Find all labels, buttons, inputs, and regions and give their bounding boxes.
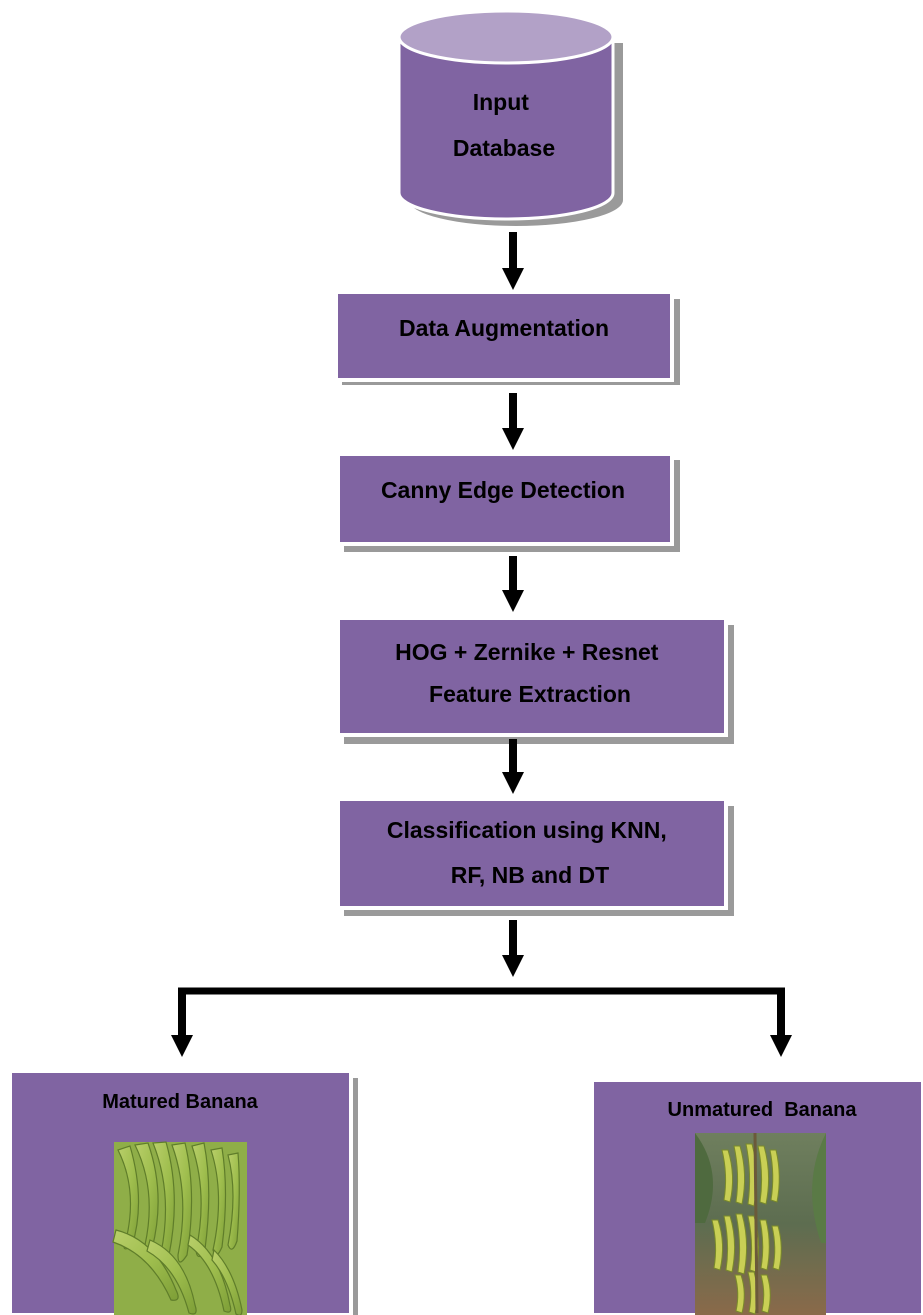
feature-line-1: HOG + Zernike + Resnet (395, 639, 659, 665)
input-database-line-1: Input (473, 89, 530, 115)
unmatured-banana-label: Unmatured Banana (668, 1099, 858, 1121)
arrow-features-to-classification (502, 739, 524, 794)
data-augmentation-label: Data Augmentation (399, 315, 609, 341)
unmatured-banana-node: Unmatured Banana (590, 1078, 923, 1315)
feature-extraction-label: HOG + Zernike + Resnet Feature Extractio… (395, 639, 665, 707)
input-database-line-2: Database (453, 135, 555, 161)
classification-label: Classification using KNN, RF, NB and DT (387, 817, 673, 888)
matured-banana-image (112, 1141, 247, 1315)
feature-extraction-node: HOG + Zernike + Resnet Feature Extractio… (336, 616, 734, 744)
split-connector (171, 987, 792, 1057)
canny-label: Canny Edge Detection (381, 477, 625, 503)
matured-banana-label: Matured Banana (102, 1091, 258, 1113)
classification-line-1: Classification using KNN, (387, 817, 667, 843)
canny-node: Canny Edge Detection (336, 452, 680, 552)
data-augmentation-node: Data Augmentation (334, 290, 680, 385)
classification-line-2: RF, NB and DT (451, 862, 609, 888)
unmatured-banana-image (695, 1132, 826, 1315)
feature-line-2: Feature Extraction (429, 681, 631, 707)
arrow-canny-to-features (502, 556, 524, 612)
matured-banana-node: Matured Banana (8, 1069, 358, 1315)
input-database-node: Input Database (397, 9, 623, 226)
classification-node: Classification using KNN, RF, NB and DT (336, 797, 734, 916)
arrow-augmentation-to-canny (502, 393, 524, 450)
arrow-database-to-augmentation (502, 232, 524, 290)
arrow-classification-to-split (502, 920, 524, 977)
input-database-label: Input Database (453, 89, 555, 161)
